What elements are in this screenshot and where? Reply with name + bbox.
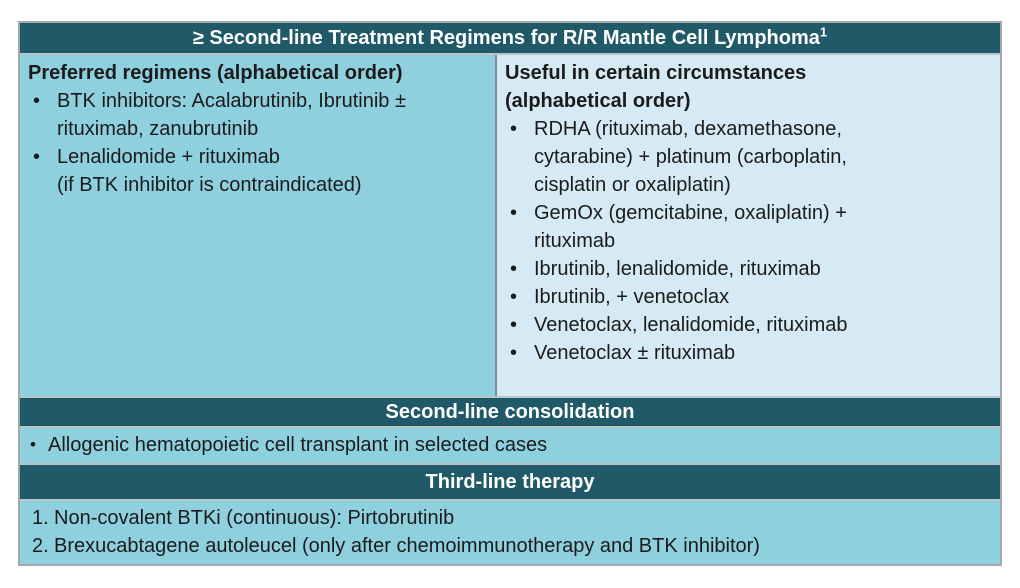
preferred-regimens-list: • BTK inhibitors: Acalabrutinib, Ibrutin… bbox=[28, 87, 487, 199]
list-item-number: 2. bbox=[32, 535, 49, 557]
useful-circumstances-list: • RDHA (rituximab, dexamethasone, cytara… bbox=[505, 115, 992, 367]
list-item-text: Ibrutinib, lenalidomide, rituximab bbox=[534, 258, 821, 280]
list-item: • Venetoclax, lenalidomide, rituximab bbox=[505, 311, 992, 339]
list-item: 2. Brexucabtagene autoleucel (only after… bbox=[32, 532, 992, 560]
bullet-icon: • bbox=[33, 90, 41, 112]
list-item: • Lenalidomide + rituximab (if BTK inhib… bbox=[28, 143, 487, 199]
regimen-columns: Preferred regimens (alphabetical order) … bbox=[20, 53, 1000, 396]
list-item-text: Venetoclax, lenalidomide, rituximab bbox=[534, 314, 848, 336]
list-item: • Ibrutinib, + venetoclax bbox=[505, 283, 992, 311]
list-item-text: RDHA (rituximab, dexamethasone, cytarabi… bbox=[534, 118, 847, 196]
list-item-text: Brexucabtagene autoleucel (only after ch… bbox=[54, 535, 760, 557]
preferred-regimens-header: Preferred regimens (alphabetical order) bbox=[28, 62, 403, 84]
bullet-icon: • bbox=[510, 286, 518, 308]
third-line-therapy-content-row: 1. Non-covalent BTKi (continuous): Pirto… bbox=[20, 499, 1000, 564]
page-title: ≥ Second-line Treatment Regimens for R/R… bbox=[192, 27, 820, 49]
list-item-text: Ibrutinib, + venetoclax bbox=[534, 286, 730, 308]
second-line-consolidation-content-row: • Allogenic hematopoietic cell transplan… bbox=[20, 426, 1000, 463]
bullet-icon: • bbox=[510, 258, 518, 280]
list-item: 1. Non-covalent BTKi (continuous): Pirto… bbox=[32, 504, 992, 532]
list-item-text: BTK inhibitors: Acalabrutinib, Ibrutinib… bbox=[57, 90, 406, 140]
useful-circumstances-header: Useful in certain circumstances (alphabe… bbox=[505, 62, 807, 112]
list-item-text: Venetoclax ± rituximab bbox=[534, 342, 736, 364]
bullet-icon: • bbox=[510, 202, 518, 224]
section-header: Second-line consolidation bbox=[385, 401, 635, 423]
list-item: • Venetoclax ± rituximab bbox=[505, 339, 992, 367]
bullet-icon: • bbox=[510, 342, 518, 364]
third-line-therapy-header-row: Third-line therapy bbox=[20, 463, 1000, 499]
list-item-text: Lenalidomide + rituximab (if BTK inhibit… bbox=[57, 146, 362, 196]
list-item-text: Non-covalent BTKi (continuous): Pirtobru… bbox=[54, 507, 455, 529]
treatment-regimens-table: ≥ Second-line Treatment Regimens for R/R… bbox=[18, 21, 1002, 566]
list-item-number: 1. bbox=[32, 507, 49, 529]
list-item-text: Allogenic hematopoietic cell transplant … bbox=[48, 434, 548, 456]
list-item: • Ibrutinib, lenalidomide, rituximab bbox=[505, 255, 992, 283]
bullet-icon: • bbox=[33, 146, 41, 168]
bullet-icon: • bbox=[510, 118, 518, 140]
title-citation-superscript: 1 bbox=[819, 24, 828, 40]
preferred-regimens-cell: Preferred regimens (alphabetical order) … bbox=[20, 55, 495, 396]
second-line-consolidation-header-row: Second-line consolidation bbox=[20, 396, 1000, 426]
list-item: • GemOx (gemcitabine, oxaliplatin) + rit… bbox=[505, 199, 992, 255]
section-header: Third-line therapy bbox=[425, 471, 595, 493]
list-item: • Allogenic hematopoietic cell transplan… bbox=[30, 431, 992, 459]
bullet-icon: • bbox=[30, 435, 36, 454]
useful-circumstances-cell: Useful in certain circumstances (alphabe… bbox=[495, 55, 1000, 396]
list-item: • RDHA (rituximab, dexamethasone, cytara… bbox=[505, 115, 992, 199]
bullet-icon: • bbox=[510, 314, 518, 336]
table-title-row: ≥ Second-line Treatment Regimens for R/R… bbox=[20, 23, 1000, 53]
list-item-text: GemOx (gemcitabine, oxaliplatin) + ritux… bbox=[534, 202, 847, 252]
list-item: • BTK inhibitors: Acalabrutinib, Ibrutin… bbox=[28, 87, 487, 143]
